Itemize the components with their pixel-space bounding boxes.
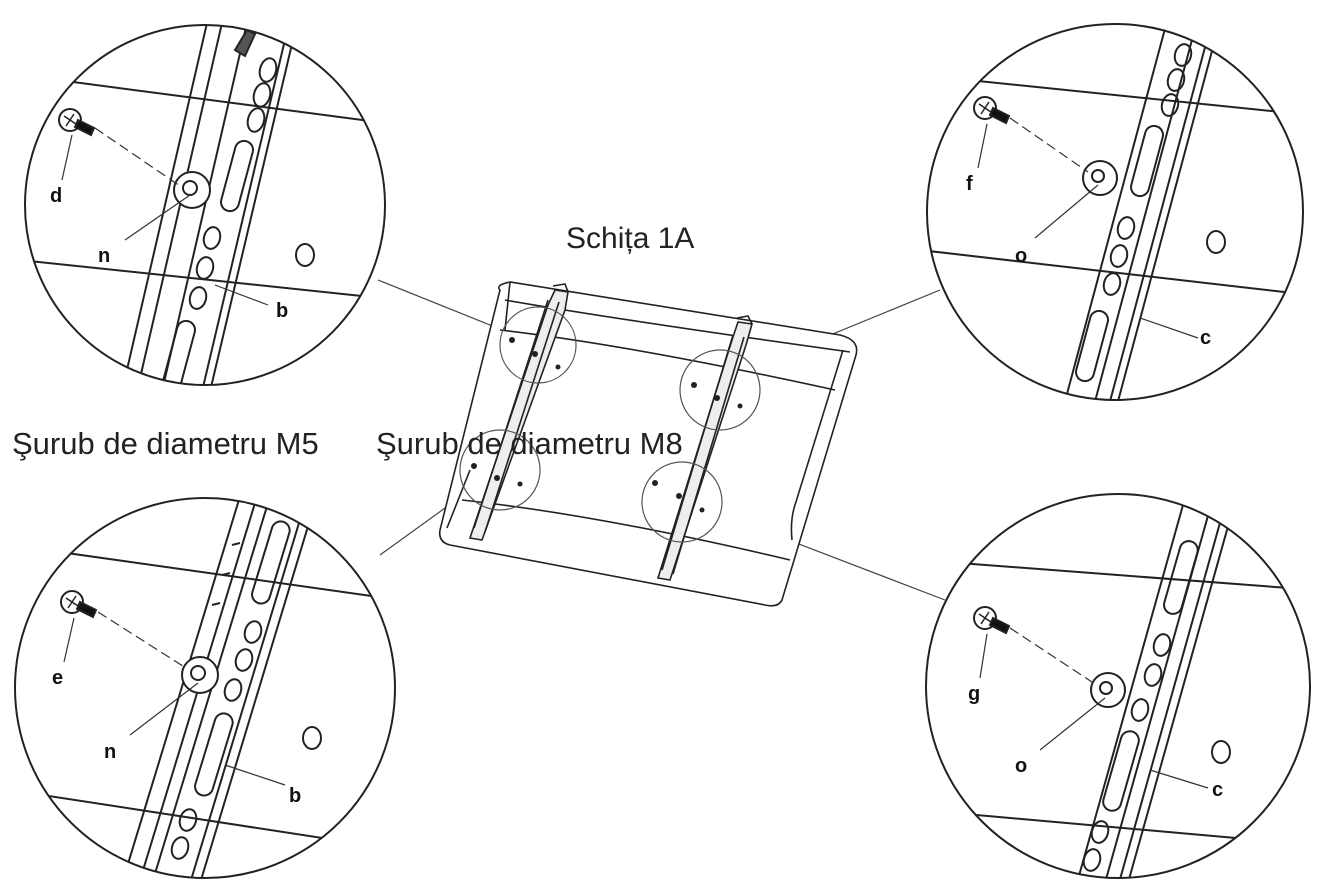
detail-circle-bottom-right: g o c (925, 493, 1311, 879)
bracket-label-b: b (276, 300, 288, 322)
screw-e-icon (60, 590, 98, 619)
spacer-label-o: o (1015, 245, 1027, 267)
diagram-title: Schița 1A (566, 222, 695, 255)
screw-label-g: g (968, 683, 980, 705)
bracket-label-b-bottom: b (289, 785, 301, 807)
screw-label-e: e (52, 667, 63, 689)
washer-n-bottom-left (181, 656, 219, 694)
screw-label-f: f (966, 173, 973, 195)
screw-f-icon (973, 96, 1011, 125)
washer-o-top-right (1082, 160, 1118, 196)
tv-back-panel (438, 281, 858, 607)
detail-circle-bottom-left: e n b (14, 497, 396, 879)
screw-d-icon (58, 108, 96, 137)
screw-label-d: d (50, 185, 62, 207)
spacer-label-n-bottom: n (104, 741, 116, 763)
spacer-label-o-bottom: o (1015, 755, 1027, 777)
washer-n-top-left (173, 171, 211, 209)
right-bracket-rail (656, 315, 754, 581)
bracket-label-c-bottom: c (1212, 779, 1223, 801)
screw-g-icon (973, 606, 1011, 635)
spacer-label-n: n (98, 245, 110, 267)
screw-m8-caption: Şurub de diametru M8 (376, 426, 683, 461)
bracket-label-c: c (1200, 327, 1211, 349)
screw-m5-caption: Şurub de diametru M5 (12, 426, 319, 461)
detail-circle-top-right: f o c (926, 23, 1304, 401)
washer-o-bottom-right (1090, 672, 1126, 708)
detail-circle-top-left: d n b (24, 24, 386, 386)
